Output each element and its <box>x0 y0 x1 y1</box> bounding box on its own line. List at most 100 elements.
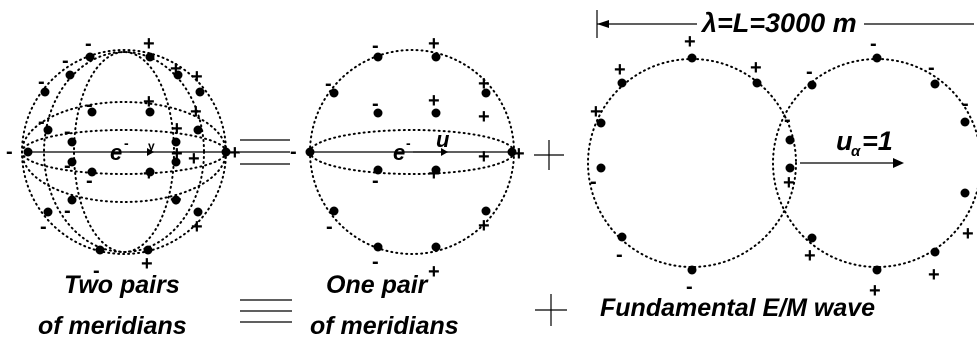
diagram-label: α <box>851 143 861 160</box>
caption-middle-line1: One pair <box>326 271 429 299</box>
charge-point <box>752 78 762 88</box>
negative-charge-sign: - <box>616 244 623 266</box>
negative-charge-sign: - <box>62 50 69 72</box>
negative-charge-sign: - <box>86 94 93 116</box>
caption-right: Fundamental E/M wave <box>600 294 875 322</box>
positive-charge-sign: + <box>428 90 440 112</box>
negative-charge-sign: - <box>124 135 129 151</box>
charge-point <box>785 163 795 173</box>
negative-charge-sign: - <box>290 141 297 163</box>
charge-point <box>95 245 105 255</box>
positive-charge-sign: + <box>962 223 974 245</box>
diagram-label: u <box>836 126 853 156</box>
diagram-label: λ=L=3000 m <box>700 8 857 38</box>
negative-charge-sign: - <box>85 33 92 55</box>
positive-charge-sign: + <box>478 146 490 168</box>
charge-point <box>596 163 606 173</box>
positive-charge-sign: + <box>869 280 881 302</box>
charge-point <box>195 87 205 97</box>
negative-charge-sign: - <box>38 71 45 93</box>
charge-point <box>373 165 383 175</box>
charge-point <box>173 70 183 80</box>
negative-charge-sign: - <box>590 171 597 193</box>
positive-charge-sign: + <box>590 101 602 123</box>
charge-point <box>617 232 627 242</box>
diagram-label: u <box>436 127 450 152</box>
caption-middle-line2: of meridians <box>310 312 459 340</box>
positive-charge-sign: + <box>191 216 203 238</box>
positive-charge-sign: + <box>143 91 155 113</box>
positive-charge-sign: + <box>478 73 490 95</box>
positive-charge-sign: + <box>143 163 155 185</box>
negative-charge-sign: - <box>86 170 93 192</box>
charge-point <box>687 265 697 275</box>
negative-charge-sign: - <box>372 93 379 115</box>
negative-charge-sign: - <box>870 33 877 55</box>
charge-point <box>67 157 77 167</box>
charge-point <box>67 137 77 147</box>
negative-charge-sign: - <box>372 35 379 57</box>
negative-charge-sign: - <box>784 109 791 131</box>
charge-point <box>43 125 53 135</box>
plus-sign-1 <box>534 140 564 170</box>
negative-charge-sign: - <box>326 216 333 238</box>
positive-charge-sign: + <box>170 58 182 80</box>
charge-dots <box>23 52 231 255</box>
positive-charge-sign: + <box>141 253 153 275</box>
charge-point <box>431 242 441 252</box>
positive-charge-sign: + <box>171 143 183 165</box>
charge-point <box>872 265 882 275</box>
charge-dots-middle <box>305 52 517 252</box>
charge-point <box>67 195 77 205</box>
charge-point <box>221 147 231 157</box>
wave-velocity-label: u α =1 <box>800 126 904 168</box>
wave-charge-signs: + + + + - - - - + + - - - - + + + <box>590 31 974 302</box>
electron-gamma-label: e - γ <box>110 135 155 165</box>
charge-point <box>507 147 517 157</box>
positive-charge-sign: + <box>478 215 490 237</box>
positive-charge-sign: + <box>804 245 816 267</box>
positive-charge-sign: + <box>171 118 183 140</box>
diagram-label: e <box>110 140 122 165</box>
charge-signs-middle: - + - + - + - + + + - + - + - + <box>290 33 525 283</box>
charge-point <box>171 157 181 167</box>
charge-point <box>807 233 817 243</box>
positive-charge-sign: + <box>750 57 762 79</box>
charge-point <box>930 247 940 257</box>
positive-charge-sign: + <box>229 142 241 164</box>
charge-signs: - + - + - + - + - + - + - + - + - + + - … <box>6 33 241 282</box>
wavelength-dimension: λ=L=3000 m <box>596 8 974 38</box>
charge-point <box>960 188 970 198</box>
charge-point <box>43 207 53 217</box>
charge-point <box>171 137 181 147</box>
charge-point <box>687 53 697 63</box>
positive-charge-sign: + <box>190 101 202 123</box>
charge-point <box>373 52 383 62</box>
charge-point <box>431 52 441 62</box>
charge-point <box>40 87 50 97</box>
caption-left-line1: Two pairs <box>64 271 180 299</box>
diagram-label: γ <box>148 139 155 153</box>
positive-charge-sign: + <box>478 106 490 128</box>
charge-point <box>145 52 155 62</box>
negative-charge-sign: - <box>372 170 379 192</box>
positive-charge-sign: + <box>783 172 795 194</box>
negative-charge-sign: - <box>806 61 813 83</box>
charge-point <box>65 70 75 80</box>
negative-charge-sign: - <box>40 216 47 238</box>
positive-charge-sign: + <box>513 143 525 165</box>
charge-point <box>596 118 606 128</box>
charge-point <box>785 135 795 145</box>
charge-point <box>481 206 491 216</box>
positive-charge-sign: + <box>143 33 155 55</box>
negative-charge-sign: - <box>38 111 45 133</box>
negative-charge-sign: - <box>962 93 969 115</box>
equivalence-sign-1 <box>240 139 290 165</box>
positive-charge-sign: + <box>684 31 696 53</box>
charge-point <box>193 207 203 217</box>
positive-charge-sign: + <box>928 264 940 286</box>
plus-sign-2 <box>535 294 567 326</box>
sphere-two-pairs: - + - + - + - + - + - + - + - + - + + - … <box>6 33 241 282</box>
charge-point <box>431 165 441 175</box>
